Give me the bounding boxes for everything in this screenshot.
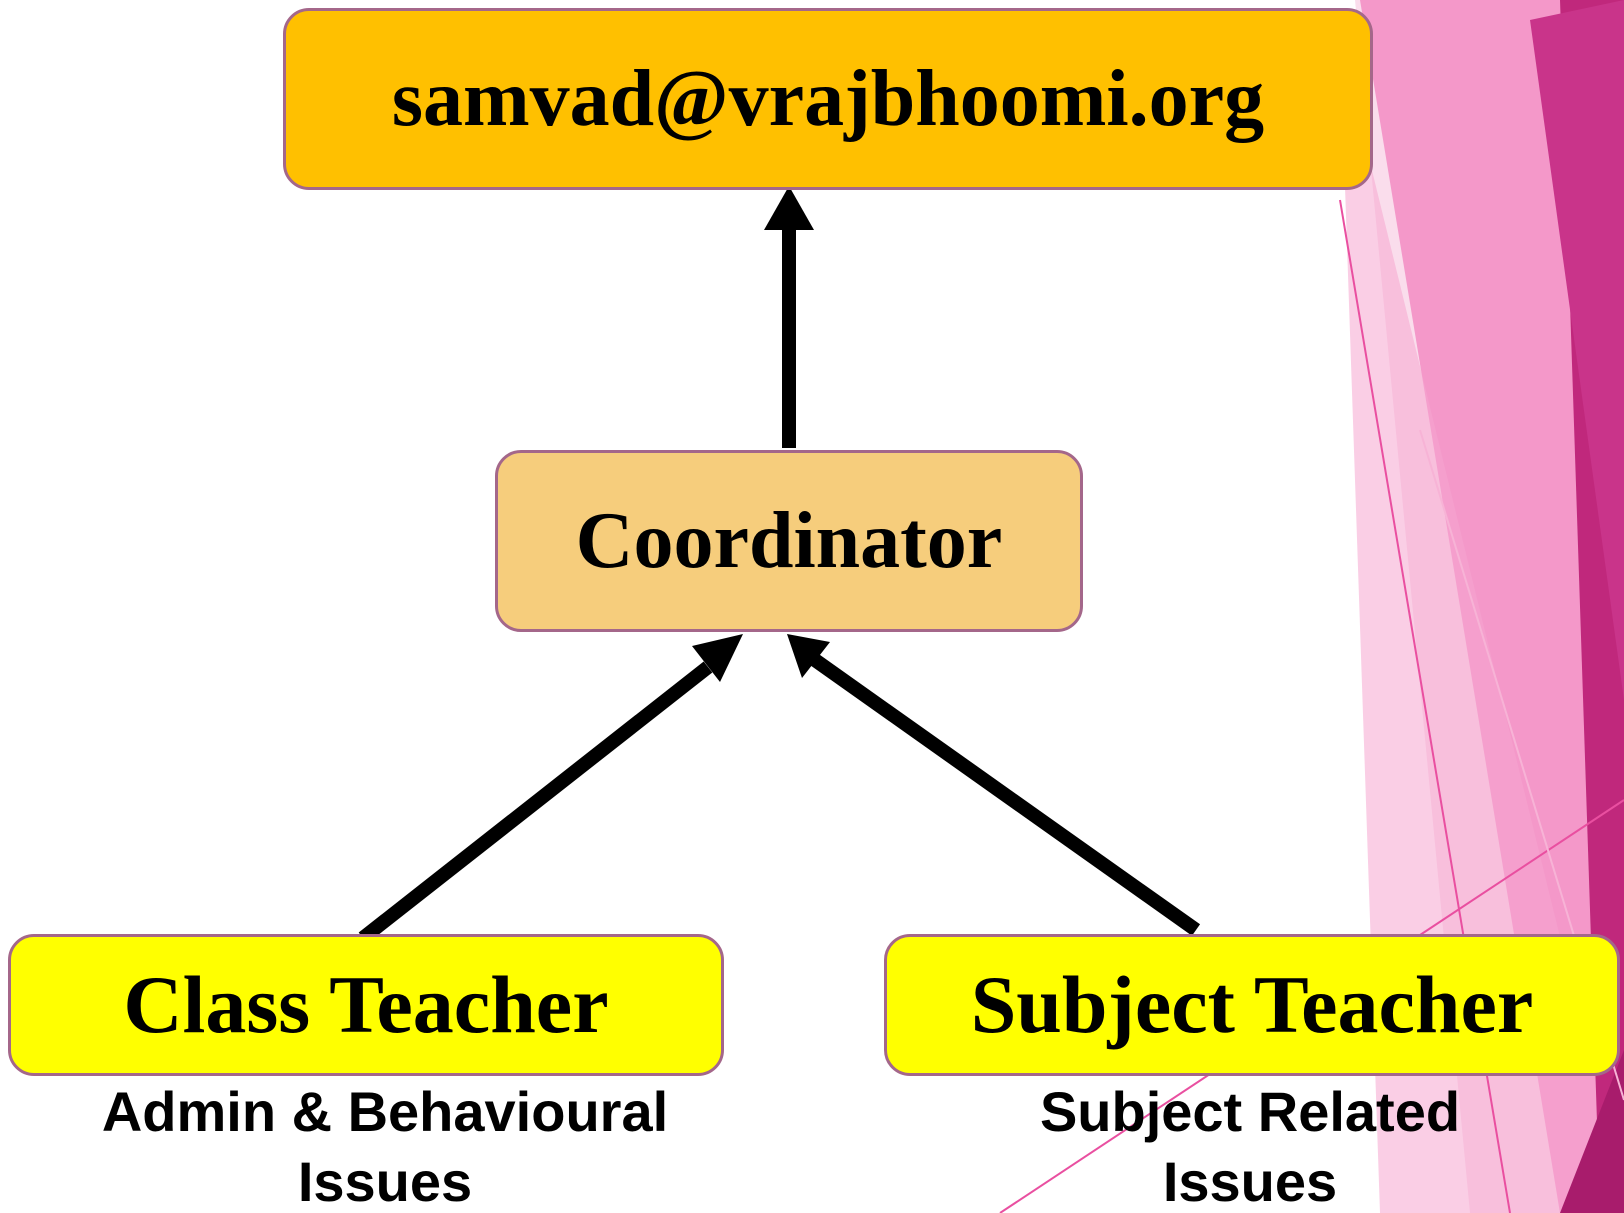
magenta-band-inner xyxy=(1530,0,1624,700)
class-teacher-node: Class Teacher xyxy=(8,934,724,1076)
subject-teacher-caption-line2: Issues xyxy=(1162,1150,1338,1213)
pink-band-mid xyxy=(1360,0,1624,1213)
class-teacher-node-label: Class Teacher xyxy=(123,959,609,1050)
arrow-subject-teacher-to-coordinator xyxy=(787,634,1201,936)
pink-band-wedge xyxy=(1340,40,1624,1213)
coordinator-node: Coordinator xyxy=(495,450,1083,632)
arrow-class-teacher-to-coordinator xyxy=(358,634,743,944)
email-node: samvad@vrajbhoomi.org xyxy=(283,8,1373,190)
subject-teacher-caption: Subject Related Issues xyxy=(900,1077,1600,1213)
class-teacher-caption: Admin & Behavioural Issues xyxy=(20,1077,750,1213)
subject-teacher-caption-line1: Subject Related xyxy=(1039,1080,1461,1143)
subject-teacher-node: Subject Teacher xyxy=(884,934,1620,1076)
coordinator-node-label: Coordinator xyxy=(575,496,1003,585)
email-node-label: samvad@vrajbhoomi.org xyxy=(391,54,1265,143)
class-teacher-caption-line2: Issues xyxy=(297,1150,473,1213)
arrow-coordinator-to-email xyxy=(764,186,814,448)
subject-teacher-node-label: Subject Teacher xyxy=(970,959,1534,1050)
class-teacher-caption-line1: Admin & Behavioural xyxy=(101,1080,669,1143)
magenta-corner xyxy=(1560,1050,1624,1213)
